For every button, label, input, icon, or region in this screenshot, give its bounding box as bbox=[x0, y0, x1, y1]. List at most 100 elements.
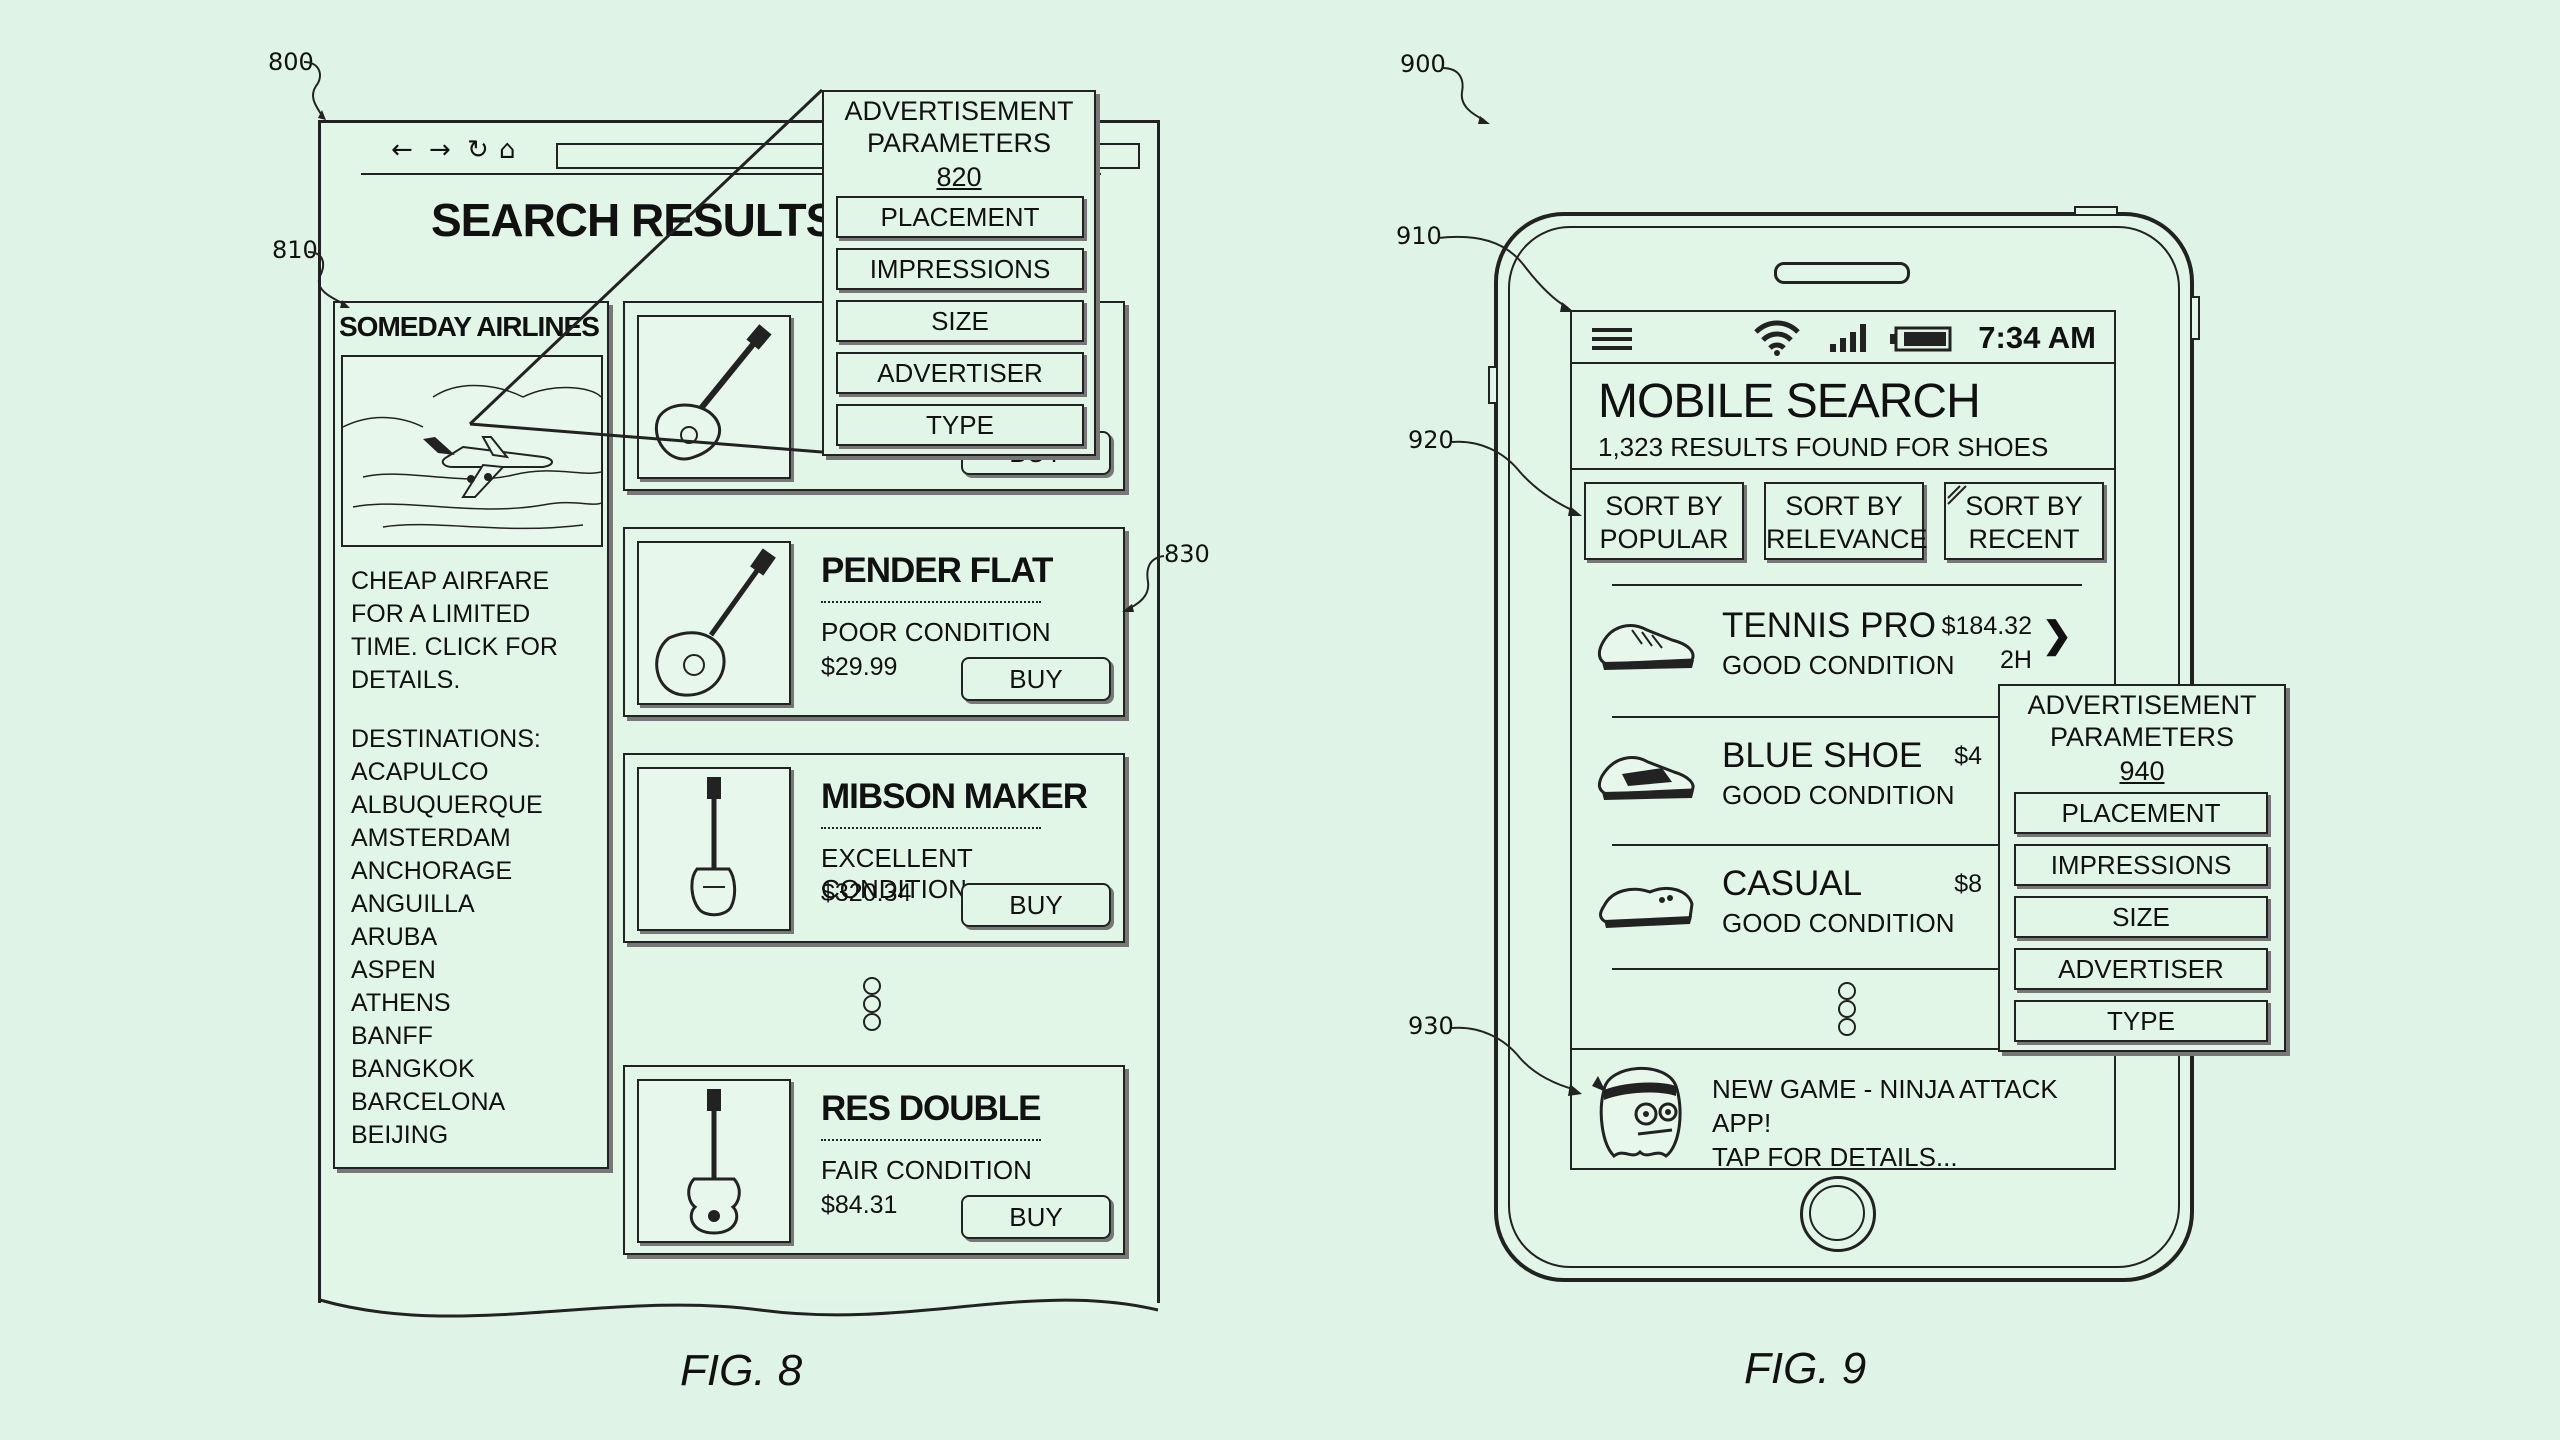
product-title: MIBSON MAKER bbox=[821, 777, 1088, 816]
ad-text-line: DETAILS. bbox=[351, 666, 461, 694]
product-card[interactable]: RES DOUBLE FAIR CONDITION $84.31 BUY bbox=[623, 1065, 1125, 1255]
buy-button[interactable]: BUY bbox=[961, 657, 1111, 701]
result-row[interactable]: TENNIS PRO GOOD CONDITION $184.32 2H ❯ bbox=[1597, 594, 2082, 714]
ref-leader-910 bbox=[1437, 235, 1574, 312]
result-name: TENNIS PRO bbox=[1722, 606, 1936, 645]
product-condition: FAIR CONDITION bbox=[821, 1155, 1032, 1185]
sort-label-line: SORT BY bbox=[1785, 491, 1903, 521]
result-condition: GOOD CONDITION bbox=[1722, 780, 1955, 810]
result-price: $8 bbox=[1954, 870, 1982, 898]
home-button[interactable] bbox=[1800, 1176, 1876, 1252]
results-count: 1,323 RESULTS FOUND FOR SHOES bbox=[1598, 432, 2049, 462]
result-price: $4 bbox=[1954, 742, 1982, 770]
type-button[interactable]: TYPE bbox=[2014, 1000, 2268, 1042]
result-name: CASUAL bbox=[1722, 864, 1863, 903]
page-torn-edge bbox=[319, 1298, 1159, 1318]
header-divider bbox=[1572, 468, 2114, 470]
result-row[interactable]: BLUE SHOE GOOD CONDITION $4 bbox=[1597, 724, 2082, 844]
title-divider bbox=[821, 601, 1041, 603]
impressions-button[interactable]: IMPRESSIONS bbox=[836, 248, 1084, 290]
signal-icon bbox=[1830, 324, 1866, 352]
ref-label-920: 920 bbox=[1408, 426, 1454, 454]
panel-title-line: PARAMETERS bbox=[2049, 722, 2235, 752]
ad-parameters-panel: ADVERTISEMENT PARAMETERS 820 PLACEMENT I… bbox=[822, 90, 1096, 456]
product-condition: EXCELLENT CONDITION bbox=[821, 843, 973, 904]
speaker-grille bbox=[1774, 262, 1910, 284]
menu-icon[interactable] bbox=[1592, 328, 1632, 355]
acoustic-guitar-icon bbox=[637, 541, 791, 705]
casual-shoe-icon bbox=[1599, 887, 1694, 928]
ref-label-830: 830 bbox=[1164, 540, 1210, 568]
destination-item: ASPEN bbox=[351, 956, 436, 984]
sneaker-icon bbox=[1597, 756, 1695, 800]
airplane-icon bbox=[343, 384, 601, 530]
result-condition: GOOD CONDITION bbox=[1722, 908, 1955, 938]
ad-heading: SOMEDAY AIRLINES bbox=[339, 311, 600, 342]
selected-corner-icon bbox=[1947, 485, 1967, 505]
destination-item: AMSTERDAM bbox=[351, 824, 511, 852]
result-name: BLUE SHOE bbox=[1722, 736, 1923, 775]
list-divider bbox=[1612, 844, 2082, 846]
ref-leader-810 bbox=[307, 251, 350, 308]
product-title: RES DOUBLE bbox=[821, 1089, 1041, 1128]
panel-title-line: PARAMETERS bbox=[866, 128, 1052, 158]
ad-text-line: TAP FOR DETAILS... bbox=[1712, 1142, 1958, 1172]
sort-popular-button[interactable]: SORT BY POPULAR bbox=[1584, 482, 1744, 560]
panel-title-line: ADVERTISEMENT bbox=[844, 96, 1074, 126]
product-card[interactable]: PENDER FLAT POOR CONDITION $29.99 BUY bbox=[623, 527, 1125, 717]
result-condition: GOOD CONDITION bbox=[1722, 650, 1955, 680]
forward-arrow-icon[interactable]: → bbox=[429, 135, 451, 165]
sort-label-line: RELEVANCE bbox=[1766, 524, 1928, 554]
destination-item: ACAPULCO bbox=[351, 758, 489, 786]
sort-recent-button[interactable]: SORT BY RECENT bbox=[1944, 482, 2104, 560]
ad-text-line: NEW GAME - NINJA ATTACK APP! bbox=[1712, 1074, 2058, 1138]
product-title: PENDER FLAT bbox=[821, 551, 1053, 590]
destination-item: BANGKOK bbox=[351, 1055, 475, 1083]
size-button[interactable]: SIZE bbox=[836, 300, 1084, 342]
product-price: $320.34 bbox=[821, 879, 912, 907]
buy-button[interactable]: BUY bbox=[961, 883, 1111, 927]
placement-button[interactable]: PLACEMENT bbox=[836, 196, 1084, 238]
sort-relevance-button[interactable]: SORT BY RELEVANCE bbox=[1764, 482, 1928, 560]
buy-button[interactable]: BUY bbox=[961, 1195, 1111, 1239]
panel-ref-number: 820 bbox=[936, 162, 982, 192]
ref-label-810: 810 bbox=[272, 236, 318, 264]
electric-guitar-icon bbox=[637, 767, 791, 931]
list-divider bbox=[1612, 716, 2082, 718]
type-button[interactable]: TYPE bbox=[836, 404, 1084, 446]
ad-text-line: TIME. CLICK FOR bbox=[351, 633, 558, 661]
back-arrow-icon[interactable]: ← bbox=[391, 135, 413, 165]
destination-item: ATHENS bbox=[351, 989, 451, 1017]
airline-ad[interactable]: SOMEDAY AIRLINES CHEAP AIRFARE FOR A LIM… bbox=[333, 301, 609, 1169]
volume-button[interactable] bbox=[1488, 366, 1498, 404]
top-button[interactable] bbox=[2074, 206, 2118, 216]
size-button[interactable]: SIZE bbox=[2014, 896, 2268, 938]
sort-label-line: POPULAR bbox=[1599, 524, 1729, 554]
game-ad-banner[interactable]: NEW GAME - NINJA ATTACK APP! TAP FOR DET… bbox=[1572, 1048, 2114, 1172]
advertiser-button[interactable]: ADVERTISER bbox=[2014, 948, 2268, 990]
ref-leader-830 bbox=[1122, 555, 1165, 612]
ref-leader-800 bbox=[303, 61, 326, 120]
refresh-icon[interactable]: ↻ bbox=[467, 135, 489, 165]
impressions-button[interactable]: IMPRESSIONS bbox=[2014, 844, 2268, 886]
status-time: 7:34 AM bbox=[1978, 320, 2096, 355]
advertiser-button[interactable]: ADVERTISER bbox=[836, 352, 1084, 394]
destination-item: ANCHORAGE bbox=[351, 857, 513, 885]
sneaker-icon bbox=[1597, 624, 1695, 670]
wifi-icon bbox=[1754, 320, 1800, 356]
home-icon[interactable]: ⌂ bbox=[499, 135, 516, 165]
panel-title-line: ADVERTISEMENT bbox=[2027, 690, 2257, 720]
battery-icon bbox=[1890, 326, 1952, 352]
ad-destinations: DESTINATIONS: ACAPULCO ALBUQUERQUE AMSTE… bbox=[351, 723, 543, 1152]
sort-label-line: SORT BY bbox=[1605, 491, 1723, 521]
electric-guitar-icon bbox=[637, 1079, 791, 1243]
result-price: $184.32 bbox=[1941, 612, 2032, 640]
ref-leader-900 bbox=[1441, 67, 1490, 124]
result-row[interactable]: CASUAL GOOD CONDITION $8 bbox=[1599, 852, 2082, 972]
ref-leader-930 bbox=[1451, 1026, 1582, 1096]
ref-label-930: 930 bbox=[1408, 1012, 1454, 1040]
product-card[interactable]: MIBSON MAKER EXCELLENT CONDITION $320.34… bbox=[623, 753, 1125, 943]
power-button[interactable] bbox=[2190, 296, 2200, 340]
chevron-right-icon[interactable]: ❯ bbox=[2041, 614, 2072, 655]
placement-button[interactable]: PLACEMENT bbox=[2014, 792, 2268, 834]
